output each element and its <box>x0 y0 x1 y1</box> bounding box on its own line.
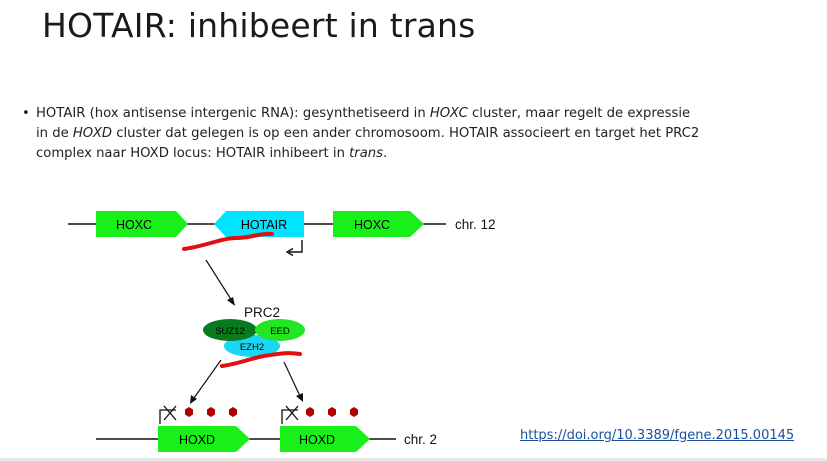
doi-link[interactable]: https://doi.org/10.3389/fgene.2015.00145 <box>520 428 795 443</box>
bullet-text-hoxd: HOXD <box>72 126 113 141</box>
bullet-text-3: cluster, maar regelt de expressie <box>467 106 691 121</box>
histone-mark-icon <box>306 407 314 417</box>
eed-subunit <box>255 319 305 341</box>
prc2-label: PRC2 <box>244 305 280 320</box>
repressed-tss-left-icon <box>159 405 177 424</box>
histone-marks-right <box>306 407 358 417</box>
prc2-rna-icon <box>220 351 302 368</box>
bullet-text-6: cluster dat gelegen is op een ander chro… <box>112 126 700 141</box>
hoxc-right-label: HOXC <box>354 218 390 232</box>
arrow-to-hoxd-right-icon <box>283 361 301 397</box>
hoxc-left-label: HOXC <box>116 218 152 232</box>
bullet-text-trans: trans <box>349 146 384 161</box>
histone-mark-icon <box>328 407 336 417</box>
histone-mark-icon <box>207 407 215 417</box>
bullet-text-7: complex naar HOXD locus: HOTAIR inhibeer… <box>36 146 350 161</box>
slide-title: HOTAIR: inhibeert in trans <box>42 6 476 45</box>
tss-arrow-icon <box>289 240 303 253</box>
bullet-text-9: . <box>383 146 388 161</box>
hoxd-left-label: HOXD <box>179 433 215 447</box>
hoxd-left-gene <box>158 426 250 452</box>
hoxc-left-gene <box>96 211 188 237</box>
chr2-label: chr. 2 <box>404 432 437 447</box>
hotair-rna-icon <box>182 231 274 251</box>
hotair-diagram: HOXC HOTAIR HOXC chr. 12 PRC2 EZH2 SUZ12… <box>68 211 496 452</box>
bullet-text-hoxc: HOXC <box>429 106 468 121</box>
hoxc-right-gene <box>333 211 424 237</box>
hotair-gene <box>214 211 304 237</box>
bullet-text-1: HOTAIR (hox antisense intergenic RNA): g… <box>36 106 430 121</box>
suz12-label: SUZ12 <box>215 326 245 337</box>
suz12-subunit <box>203 319 257 341</box>
hoxd-right-gene <box>280 426 370 452</box>
repressed-tss-right-icon <box>281 405 299 424</box>
histone-mark-icon <box>185 407 193 417</box>
eed-label: EED <box>270 326 290 337</box>
ezh2-label: EZH2 <box>240 342 264 353</box>
chr12-label: chr. 12 <box>455 217 496 232</box>
hotair-label: HOTAIR <box>241 218 287 232</box>
histone-mark-icon <box>229 407 237 417</box>
bullet-text-4: in de <box>36 126 73 141</box>
arrow-to-prc2-icon <box>205 259 233 302</box>
bullet-paragraph: • HOTAIR (hox antisense intergenic RNA):… <box>22 104 782 164</box>
bullet-text: HOTAIR (hox antisense intergenic RNA): g… <box>36 104 782 164</box>
histone-marks-left <box>185 407 237 417</box>
bullet-marker: • <box>22 106 30 121</box>
slide-bottom-edge <box>0 458 827 461</box>
histone-mark-icon <box>350 407 358 417</box>
hoxd-right-label: HOXD <box>299 433 335 447</box>
arrow-to-hoxd-left-icon <box>193 359 222 399</box>
